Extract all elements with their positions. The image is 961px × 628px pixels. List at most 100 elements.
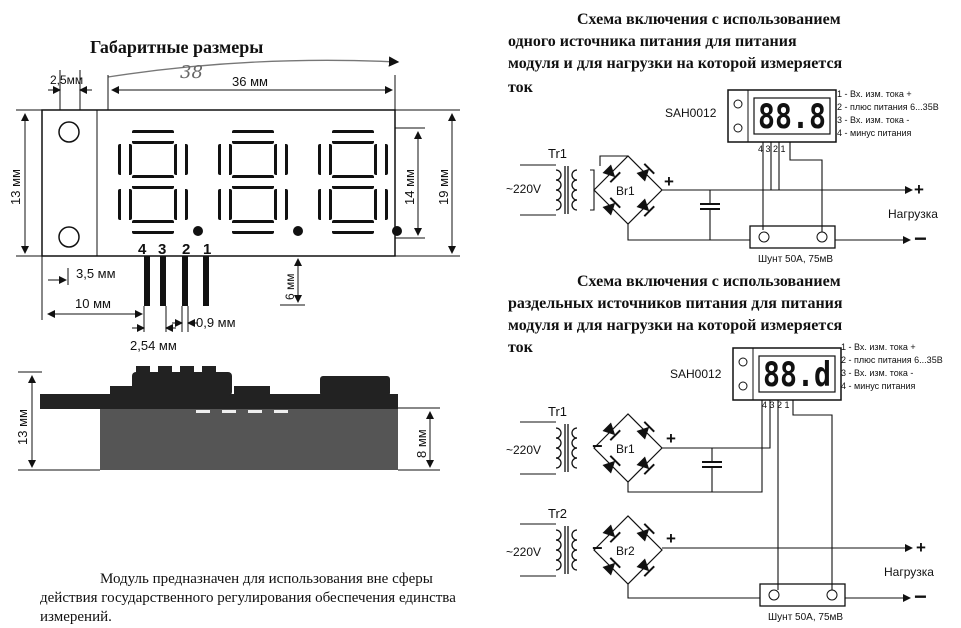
bridge-top-1 xyxy=(599,155,628,166)
legend-line-2-2: 3 - Вх. изм. тока - xyxy=(841,368,913,378)
legend-line-1-2: 3 - Вх. изм. тока - xyxy=(837,115,909,125)
pin-dimensions xyxy=(41,256,198,332)
transformer-label-3: Tr2 xyxy=(548,506,567,521)
front-dp-3 xyxy=(392,226,402,236)
plus-bridge-2b: + xyxy=(666,529,676,548)
load-label-1: Нагрузка xyxy=(888,207,938,221)
dim-0-9mm: 0,9 мм xyxy=(196,315,236,330)
front-display-digits xyxy=(118,130,402,236)
plus-out-2: + xyxy=(916,538,926,557)
voltage-label-1: ~220V xyxy=(506,182,541,196)
mount-hole-top xyxy=(58,121,80,143)
shunt-screw-1b xyxy=(816,231,828,243)
dim-14mm: 14 мм xyxy=(402,169,417,205)
module-name-1: SAH0012 xyxy=(665,106,717,120)
module-display-2 xyxy=(758,355,836,393)
bridge-label-3: Br2 xyxy=(616,544,635,558)
pin-label-2: 2 xyxy=(182,241,190,258)
plus-bridge-1: + xyxy=(664,172,674,191)
schematic1-title: Схема включения с использованием одного … xyxy=(508,11,843,96)
shunt-screw-2a xyxy=(768,589,780,601)
module-display-1 xyxy=(753,97,831,135)
voltage-label-2b: ~220V xyxy=(506,545,541,559)
minus-bridge-2b: − xyxy=(592,538,603,558)
module-display-text-1: 88.8 xyxy=(758,97,826,137)
bridge-outline-3 xyxy=(593,515,663,585)
front-digit-3 xyxy=(318,130,388,234)
module-hole-2 xyxy=(738,357,748,367)
schematic2-title-line2: раздельных источников питания для питани… xyxy=(508,295,843,312)
schematic2-title-line1: Схема включения с использованием xyxy=(577,273,841,290)
minus-out-2: − xyxy=(914,584,927,609)
module-side-view xyxy=(40,366,398,470)
sec-bot-1 xyxy=(590,190,595,211)
pin-labels-2: 4 3 2 1 xyxy=(762,400,790,410)
front-digit-2 xyxy=(218,130,288,234)
legend-line-1-3: 4 - минус питания xyxy=(837,128,912,138)
pin-labels-1: 4 3 2 1 xyxy=(758,144,786,154)
module-display-text-2: 88.d xyxy=(763,355,831,395)
shunt-screw-2b xyxy=(826,589,838,601)
plus-out-1: + xyxy=(914,180,924,199)
module-hole-1 xyxy=(733,99,743,109)
handwritten-38: 38 xyxy=(180,62,203,83)
legend-line-1-1: 2 - плюс питания 6...35В xyxy=(837,102,939,112)
schematic1-title-line4: ток xyxy=(508,79,534,96)
dim-8mm: 8 мм xyxy=(414,429,429,458)
minus-bridge-2a: − xyxy=(592,436,603,456)
schematic1-title-line1: Схема включения с использованием xyxy=(577,11,841,28)
module-pins xyxy=(144,256,209,306)
plus-rail-2a xyxy=(662,400,771,449)
dim-13mm-side: 13 мм xyxy=(15,409,30,445)
shunt-label-1: Шунт 50А, 75мВ xyxy=(758,254,833,265)
shunt-body-2 xyxy=(759,583,846,607)
voltage-label-2a: ~220V xyxy=(506,443,541,457)
transformer-label-2: Tr1 xyxy=(548,404,567,419)
module-hole-1b xyxy=(733,123,743,133)
bridge-label-1: Br1 xyxy=(616,184,635,198)
dim-2-5mm: 2,5мм xyxy=(50,73,83,87)
dim-3-5mm: 3,5 мм xyxy=(76,266,116,281)
top-dimensions xyxy=(48,70,396,112)
side-dimensions xyxy=(18,371,440,471)
legend-line-2-0: 1 - Вх. изм. тока + xyxy=(841,342,916,352)
schematic2-title-line4: ток xyxy=(508,339,534,356)
schematic2-title-line3: модуля и для нагрузки на которой измеряе… xyxy=(508,317,843,334)
bridge-label-2: Br1 xyxy=(616,442,635,456)
mount-hole-bottom xyxy=(58,226,80,248)
module-name-2: SAH0012 xyxy=(670,367,722,381)
legend-line-2-1: 2 - плюс питания 6...35В xyxy=(841,355,943,365)
shunt-body-1 xyxy=(749,225,836,249)
legend-line-2-3: 4 - минус питания xyxy=(841,381,916,391)
pin-label-1: 1 xyxy=(203,241,211,258)
module-note: Модуль предназначен для использования вн… xyxy=(40,571,456,625)
schematic1: SAH0012 88.8 1 - Вх. изм. тока + 2 - плюс п… xyxy=(506,89,939,265)
dim-10mm: 10 мм xyxy=(75,296,111,311)
dim-6mm: 6 мм xyxy=(283,273,297,300)
plus-bridge-2a: + xyxy=(666,429,676,448)
wire-pin1-1 xyxy=(789,142,823,232)
handwritten-annotation: 38 xyxy=(107,56,400,83)
shunt-screw-1a xyxy=(758,231,770,243)
schematic1-title-line2: одного источника питания для питания xyxy=(508,33,797,50)
module-hole-2b xyxy=(738,381,748,391)
dim-2-54mm: 2,54 мм xyxy=(130,338,177,353)
schematic1-title-line3: модуля и для нагрузки на которой измеряе… xyxy=(508,55,843,72)
wire-pin1-2 xyxy=(792,400,833,590)
legend-line-1-0: 1 - Вх. изм. тока + xyxy=(837,89,912,99)
front-digit-1 xyxy=(118,130,188,234)
schematic2: SAH0012 88.d 1 - Вх. изм. тока + 2 - плюс п… xyxy=(506,342,943,623)
minus-rail-2a xyxy=(627,400,763,493)
pin-label-3: 3 xyxy=(158,241,166,258)
front-dp-1 xyxy=(193,226,203,236)
minus-out-1: − xyxy=(914,226,927,251)
dim-13mm-front: 13 мм xyxy=(8,169,23,205)
sec-top-1 xyxy=(590,169,595,190)
dimensions-title: Габаритные размеры xyxy=(90,37,263,57)
pin-label-4: 4 xyxy=(138,241,147,258)
dim-19mm: 19 мм xyxy=(436,169,451,205)
front-dp-2 xyxy=(293,226,303,236)
right-dimensions xyxy=(16,109,460,306)
dim-36mm: 36 мм xyxy=(232,74,268,89)
schematic2-title: Схема включения с использованием раздель… xyxy=(508,273,843,356)
